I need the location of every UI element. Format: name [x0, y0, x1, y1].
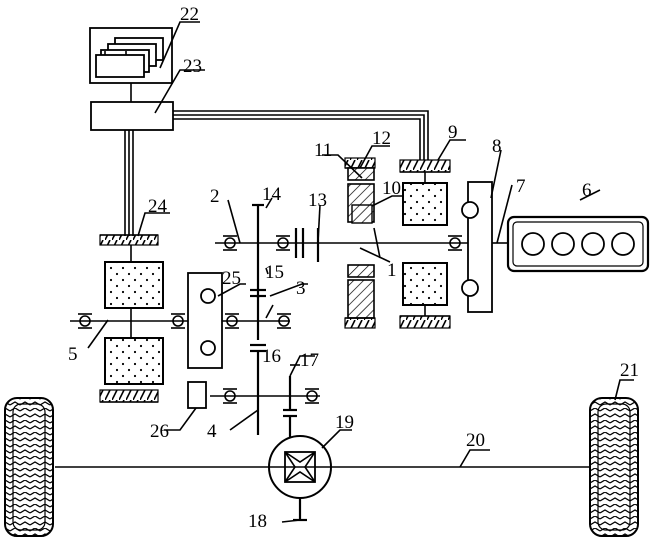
- sensor-26: [188, 382, 206, 408]
- label-11: 11: [314, 140, 332, 161]
- controller-box: [91, 102, 173, 130]
- label-17: 17: [300, 350, 319, 371]
- wheel-right: [590, 398, 638, 536]
- label-25: 25: [222, 268, 241, 289]
- label-6: 6: [582, 180, 592, 201]
- label-16: 16: [262, 346, 281, 367]
- engine-6: [508, 217, 648, 271]
- label-10: 10: [382, 178, 401, 199]
- gear-17: [283, 376, 297, 442]
- label-5: 5: [68, 344, 78, 365]
- clutch-25: [188, 273, 222, 368]
- label-15: 15: [265, 262, 284, 283]
- label-1: 1: [387, 260, 397, 281]
- label-7: 7: [516, 176, 526, 197]
- label-23: 23: [183, 56, 202, 77]
- label-9: 9: [448, 122, 458, 143]
- torsional-damper-8: [462, 182, 508, 312]
- label-26: 26: [150, 421, 169, 442]
- label-8: 8: [492, 136, 502, 157]
- gear-14: [252, 205, 264, 298]
- label-2: 2: [210, 186, 220, 207]
- label-24: 24: [148, 196, 168, 217]
- label-20: 20: [466, 430, 485, 451]
- battery-pack: [90, 28, 172, 83]
- label-13: 13: [308, 190, 327, 211]
- clutch-13: [296, 228, 318, 262]
- electric-motor-left: [100, 235, 163, 402]
- label-14: 14: [262, 184, 282, 205]
- label-22: 22: [180, 4, 199, 25]
- gear-15: [250, 290, 266, 340]
- label-18: 18: [248, 511, 267, 532]
- label-19: 19: [335, 412, 354, 433]
- electric-motor-right: [400, 160, 450, 328]
- wheel-left: [5, 398, 53, 536]
- label-12: 12: [372, 128, 391, 149]
- label-21: 21: [620, 360, 639, 381]
- differential-19: [269, 436, 331, 520]
- label-3: 3: [296, 278, 306, 299]
- label-4: 4: [207, 421, 217, 442]
